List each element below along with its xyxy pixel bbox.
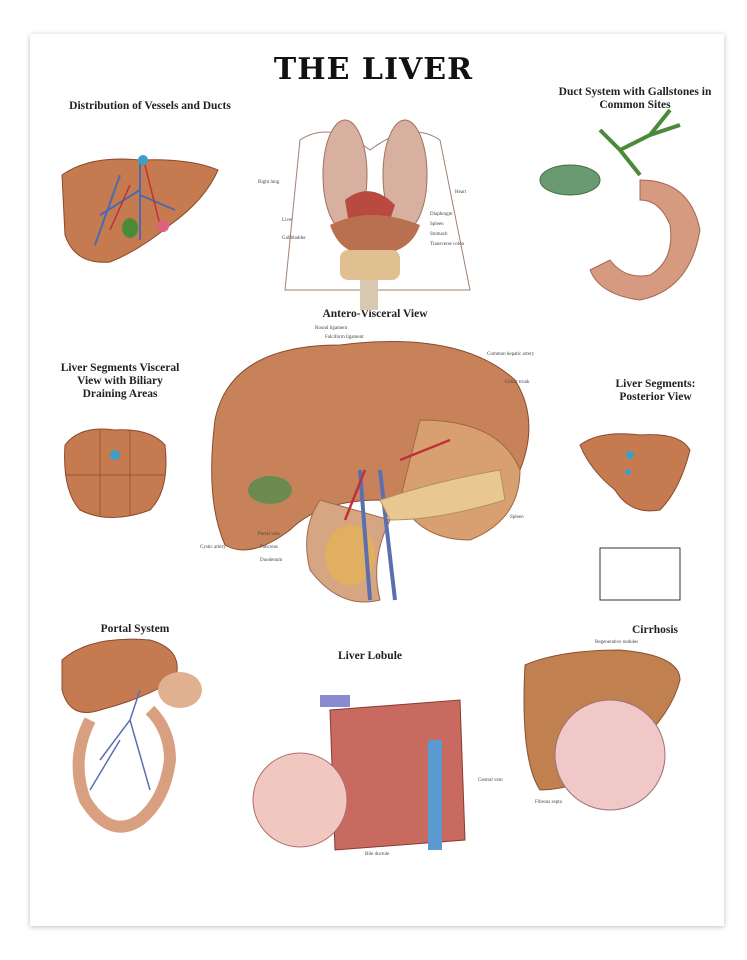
label-right-lung: Right lung	[258, 180, 280, 185]
label-diaphragm: Diaphragm	[430, 212, 453, 217]
label-heart: Heart	[455, 190, 467, 195]
vessels-liver-illustration	[61, 155, 219, 263]
label-pancreas: Pancreas	[260, 545, 278, 550]
label-round-ligament: Round ligament	[315, 326, 348, 331]
section-title-antero: Antero-Visceral View	[322, 308, 428, 320]
label-spleen-main: Spleen	[510, 515, 524, 520]
label-gallbladder: Gallbladder	[282, 236, 306, 241]
label-duodenum: Duodenum	[260, 558, 283, 563]
label-falciform-ligament: Falciform ligament	[325, 335, 364, 340]
section-title-lobule: Liver Lobule	[337, 650, 402, 662]
segments-posterior-illustration	[579, 433, 691, 601]
label-spleen: Spleen	[430, 222, 444, 227]
section-title-segments-visceral: Liver Segments Visceral View with Biliar…	[60, 362, 180, 400]
label-portal-vein: Portal vein	[258, 532, 280, 537]
thorax-illustration	[284, 119, 471, 310]
portal-system-illustration	[61, 638, 202, 833]
section-title-portal: Portal System	[100, 623, 170, 635]
label-regenerative-nodules: Regenerative nodules	[595, 640, 639, 645]
poster-title: THE LIVER	[273, 52, 474, 87]
label-bile-ductule: Bile ductule	[365, 852, 390, 857]
label-fibrous-septa: Fibrous septa	[535, 800, 562, 805]
label-central-vein: Central vein	[478, 778, 503, 783]
segments-visceral-illustration	[64, 428, 167, 518]
antero-visceral-liver-illustration	[211, 341, 530, 603]
section-title-ducts: Duct System with Gallstones in Common Si…	[558, 86, 712, 111]
label-liver: Liver	[282, 218, 293, 223]
section-title-segments-posterior: Liver Segments: Posterior View	[615, 378, 696, 403]
section-title-vessels: Distribution of Vessels and Ducts	[69, 100, 231, 112]
liver-lobule-illustration	[252, 695, 466, 851]
label-transverse-colon: Transverse colon	[430, 242, 465, 247]
label-stomach: Stomach	[430, 232, 448, 237]
label-cystic-artery: Cystic artery	[200, 545, 226, 550]
section-title-cirrhosis: Cirrhosis	[632, 624, 678, 636]
label-common-hepatic-artery: Common hepatic artery	[487, 352, 535, 357]
cirrhosis-illustration	[523, 649, 681, 811]
duct-system-illustration	[539, 108, 701, 301]
label-celiac-trunk: Celiac trunk	[505, 380, 530, 385]
